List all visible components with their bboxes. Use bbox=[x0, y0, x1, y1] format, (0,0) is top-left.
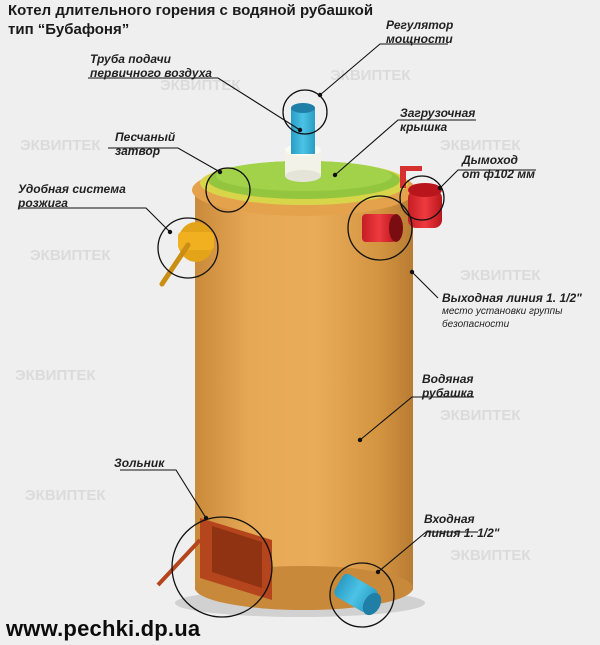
callout-circles bbox=[157, 89, 445, 628]
label-ignition: Удобная система розжига bbox=[18, 182, 126, 210]
watermark-text: ЭКВИПТЕК bbox=[25, 487, 106, 504]
label-inlet-line1: Входная bbox=[424, 512, 475, 526]
title-line2: тип “Бубафоня” bbox=[8, 21, 130, 38]
label-load-lid: Загрузочная крышка bbox=[400, 106, 475, 134]
watermark-text: ЭКВИПТЕК bbox=[440, 407, 521, 424]
leader-lines bbox=[18, 43, 536, 573]
label-water-jacket: Водяная рубашка bbox=[422, 372, 474, 400]
label-load-lid-line2: крышка bbox=[400, 120, 448, 134]
label-ignition-line1: Удобная система bbox=[18, 182, 126, 196]
label-air-pipe-line1: Труба подачи bbox=[90, 52, 171, 66]
leader-dots bbox=[167, 92, 443, 575]
label-outlet-line2: место установки группы bbox=[442, 306, 563, 317]
watermark-text: ЭКВИПТЕК bbox=[20, 137, 101, 154]
inlet-pipe bbox=[334, 573, 382, 616]
label-regulator: Регулятор мощности bbox=[386, 18, 453, 46]
label-outlet-line1: Выходная линия 1. 1/2" bbox=[442, 291, 582, 305]
label-sand-seal-line1: Песчаный bbox=[115, 130, 176, 144]
callout-circle-sand-seal bbox=[205, 167, 251, 213]
outlet-pipe bbox=[362, 214, 403, 242]
label-air-pipe: Труба подачи первичного воздуха bbox=[90, 52, 212, 80]
callout-circle-ignition bbox=[157, 217, 219, 279]
title-line1: Котел длительного горения с водяной руба… bbox=[8, 2, 374, 19]
watermark-text: ЭКВИПТЕК bbox=[450, 547, 531, 564]
ash-box bbox=[156, 518, 272, 600]
watermark-text: ЭКВИПТЕК bbox=[460, 267, 541, 284]
label-chimney: Дымоход от ф102 мм bbox=[462, 153, 535, 181]
watermark-text: ЭКВИПТЕК bbox=[160, 77, 241, 94]
callout-circle-ash-box bbox=[171, 516, 273, 618]
label-inlet: Входная линия 1. 1/2" bbox=[424, 512, 500, 540]
label-water-jacket-line2: рубашка bbox=[422, 386, 474, 400]
label-ash-box: Зольник bbox=[114, 456, 164, 470]
watermark-text: ЭКВИПТЕК bbox=[440, 137, 521, 154]
label-regulator-line1: Регулятор bbox=[386, 18, 454, 32]
label-sand-seal: Песчаный затвор bbox=[115, 130, 175, 158]
label-load-lid-line1: Загрузочная bbox=[400, 106, 476, 120]
watermark-text: ЭКВИПТЕК bbox=[30, 247, 111, 264]
website-url: www.pechki.dp.ua bbox=[6, 616, 201, 641]
primary-air-pipe bbox=[285, 103, 321, 182]
callout-circle-inlet bbox=[329, 562, 395, 628]
label-inlet-line2: линия 1. 1/2" bbox=[424, 526, 500, 540]
label-outlet-line3: безопасности bbox=[442, 319, 510, 330]
label-outlet: Выходная линия 1. 1/2" место установки г… bbox=[442, 291, 582, 331]
page-title: Котел длительного горения с водяной руба… bbox=[8, 1, 373, 39]
label-sand-seal-line2: затвор bbox=[115, 144, 161, 158]
watermark-text: ЭКВИПТЕК bbox=[330, 67, 411, 84]
ignition-handle bbox=[159, 222, 214, 287]
label-chimney-line1: Дымоход bbox=[462, 153, 518, 167]
callout-circle-chimney bbox=[399, 175, 445, 221]
label-regulator-line2: мощности bbox=[386, 32, 453, 46]
chimney bbox=[400, 166, 442, 228]
callout-circle-regulator bbox=[282, 89, 328, 135]
label-chimney-line2: от ф102 мм bbox=[462, 167, 536, 181]
callout-circle-outlet bbox=[347, 195, 413, 261]
label-air-pipe-line2: первичного воздуха bbox=[90, 66, 212, 80]
label-water-jacket-line1: Водяная bbox=[422, 372, 474, 386]
watermark-text: ЭКВИПТЕК bbox=[15, 367, 96, 384]
watermark-layer: ЭКВИПТЕК ЭКВИПТЕК ЭКВИПТЕК ЭКВИПТЕК ЭКВИ… bbox=[15, 67, 541, 564]
label-ash-box-line1: Зольник bbox=[114, 456, 165, 470]
label-ignition-line2: розжига bbox=[18, 196, 68, 210]
